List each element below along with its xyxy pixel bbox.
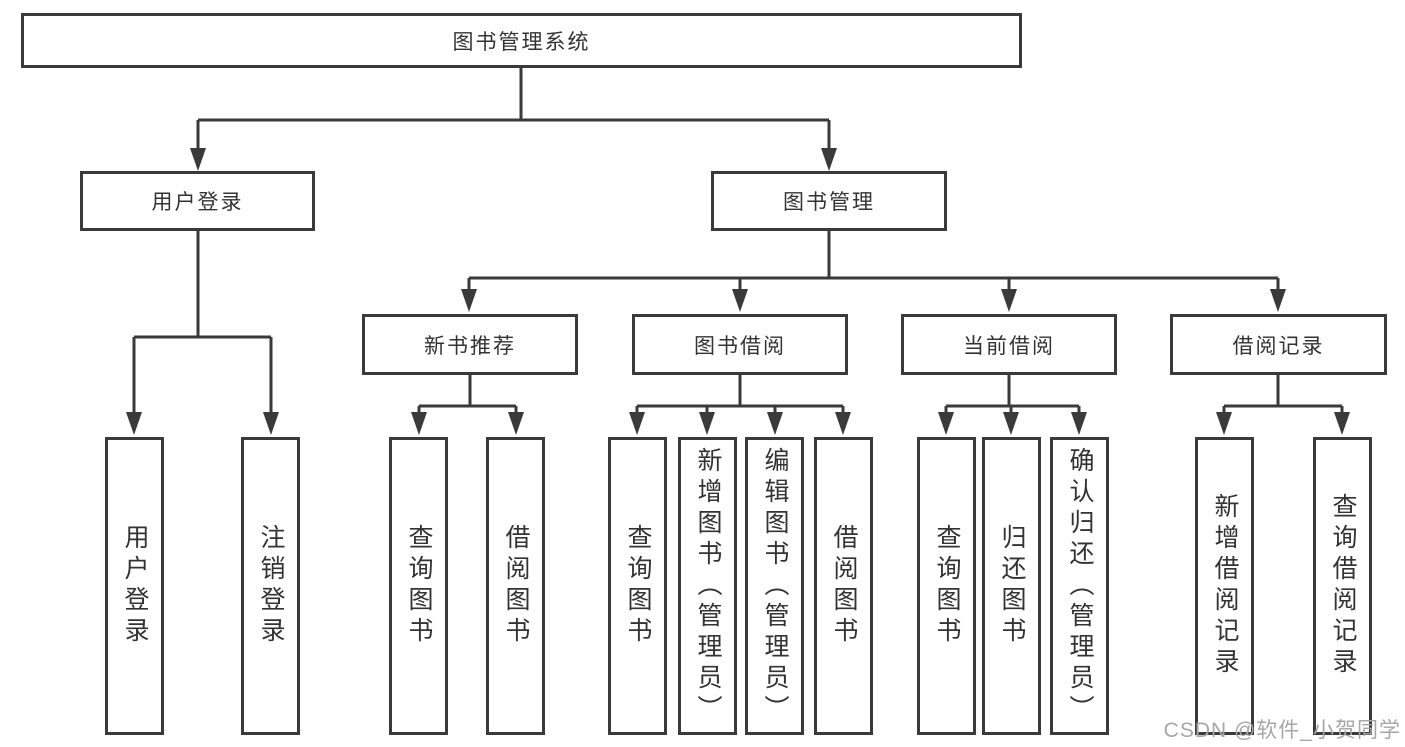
node-book-borrowing-label: 图书借阅 bbox=[694, 334, 786, 358]
leaf-record-add: 新增借阅记录 bbox=[1195, 437, 1254, 735]
node-user-login-label: 用户登录 bbox=[151, 191, 244, 214]
leaf-borrow-add-book-admin: 新增图书（管理员） bbox=[678, 437, 737, 735]
leaf-borrow-edit-book-admin: 编辑图书（管理员） bbox=[745, 437, 804, 735]
leaf-recommend-query-book-label: 查询图书 bbox=[405, 524, 433, 648]
node-book-management: 图书管理 bbox=[711, 171, 947, 231]
leaf-borrow-add-book-admin-label: 新增图书（管理员） bbox=[694, 446, 722, 726]
leaf-borrow-query-book-label: 查询图书 bbox=[624, 524, 652, 648]
node-book-management-label: 图书管理 bbox=[783, 191, 875, 214]
node-borrowing-records: 借阅记录 bbox=[1170, 314, 1387, 375]
leaf-borrow-lend-book-label: 借阅图书 bbox=[830, 524, 858, 648]
leaf-borrow-edit-book-admin-label: 编辑图书（管理员） bbox=[761, 446, 789, 726]
leaf-recommend-borrow-book-label: 借阅图书 bbox=[502, 524, 530, 648]
leaf-borrow-query-book: 查询图书 bbox=[608, 437, 667, 735]
node-borrowing-records-label: 借阅记录 bbox=[1232, 334, 1325, 358]
leaf-current-return-book: 归还图书 bbox=[982, 437, 1041, 735]
node-new-book-recommend: 新书推荐 bbox=[362, 314, 578, 375]
leaf-logout-label: 注销登录 bbox=[257, 524, 285, 648]
csdn-watermark: CSDN @软件_小贺同学 bbox=[1163, 719, 1401, 742]
node-new-book-recommend-label: 新书推荐 bbox=[424, 334, 516, 358]
leaf-user-login: 用户登录 bbox=[105, 437, 164, 735]
leaf-borrow-lend-book: 借阅图书 bbox=[814, 437, 873, 735]
leaf-recommend-query-book: 查询图书 bbox=[389, 437, 448, 735]
leaf-current-confirm-return-admin: 确认归还（管理员） bbox=[1050, 437, 1109, 735]
node-root: 图书管理系统 bbox=[21, 13, 1022, 68]
leaf-recommend-borrow-book: 借阅图书 bbox=[486, 437, 545, 735]
leaf-current-confirm-return-admin-label: 确认归还（管理员） bbox=[1066, 446, 1094, 726]
node-current-borrowing: 当前借阅 bbox=[901, 314, 1117, 375]
leaf-current-query-book-label: 查询图书 bbox=[933, 524, 961, 648]
leaf-current-return-book-label: 归还图书 bbox=[998, 524, 1026, 648]
node-current-borrowing-label: 当前借阅 bbox=[963, 334, 1055, 358]
leaf-record-add-label: 新增借阅记录 bbox=[1211, 493, 1239, 679]
node-book-borrowing: 图书借阅 bbox=[632, 314, 848, 375]
leaf-current-query-book: 查询图书 bbox=[917, 437, 976, 735]
node-root-label: 图书管理系统 bbox=[452, 30, 591, 54]
node-user-login: 用户登录 bbox=[80, 171, 315, 231]
leaf-record-query-label: 查询借阅记录 bbox=[1329, 493, 1357, 679]
leaf-logout: 注销登录 bbox=[241, 437, 300, 735]
leaf-record-query: 查询借阅记录 bbox=[1313, 437, 1372, 735]
leaf-user-login-label: 用户登录 bbox=[121, 524, 149, 648]
